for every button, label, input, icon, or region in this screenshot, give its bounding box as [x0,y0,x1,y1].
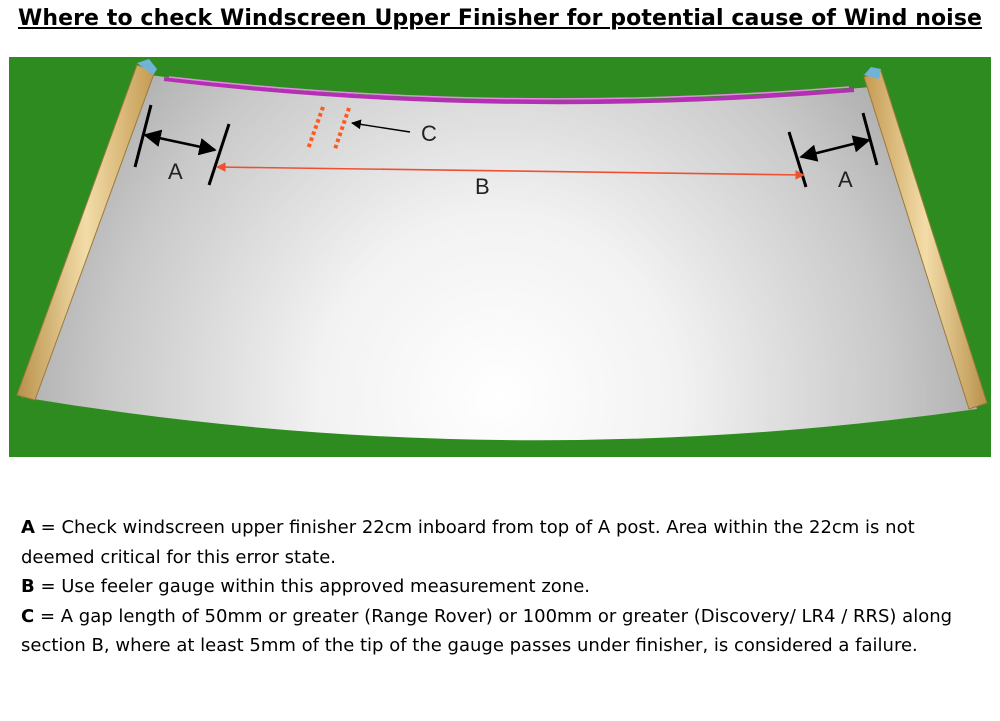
legend-row-a: A = Check windscreen upper finisher 22cm… [21,513,983,572]
dimension-a-left [133,104,231,186]
legend-text-b: = Use feeler gauge within this approved … [34,576,591,597]
windscreen-glass [21,75,977,441]
page-title: Where to check Windscreen Upper Finisher… [17,6,983,31]
upper-finisher-highlight [168,76,850,100]
label-b: B [475,174,490,199]
pointer-c [351,119,411,133]
legend-key-b: B [21,576,35,597]
upper-finisher-strip [163,77,855,105]
legend-text-a: = Check windscreen upper finisher 22cm i… [21,517,915,568]
label-a-left: A [168,159,183,184]
label-c: C [421,121,437,146]
a-post-left-cap-icon [137,59,157,75]
windscreen-diagram: A A B C [9,57,991,457]
label-a-right: A [838,167,853,192]
legend-key-a: A [21,517,35,538]
zone-b-line [216,162,805,180]
legend-row-b: B = Use feeler gauge within this approve… [21,572,983,602]
legend-row-c: C = A gap length of 50mm or greater (Ran… [21,602,983,632]
legend-text-c2: section B, where at least 5mm of the tip… [21,635,918,656]
legend-key-c: C [21,605,35,627]
a-post-right-cap-icon [864,67,881,79]
legend: A = Check windscreen upper finisher 22cm… [21,513,983,661]
legend-text-c1: = A gap length of 50mm or greater (Range… [34,605,953,627]
gap-markers-c [306,106,351,150]
legend-row-c-continued: section B, where at least 5mm of the tip… [21,631,983,661]
